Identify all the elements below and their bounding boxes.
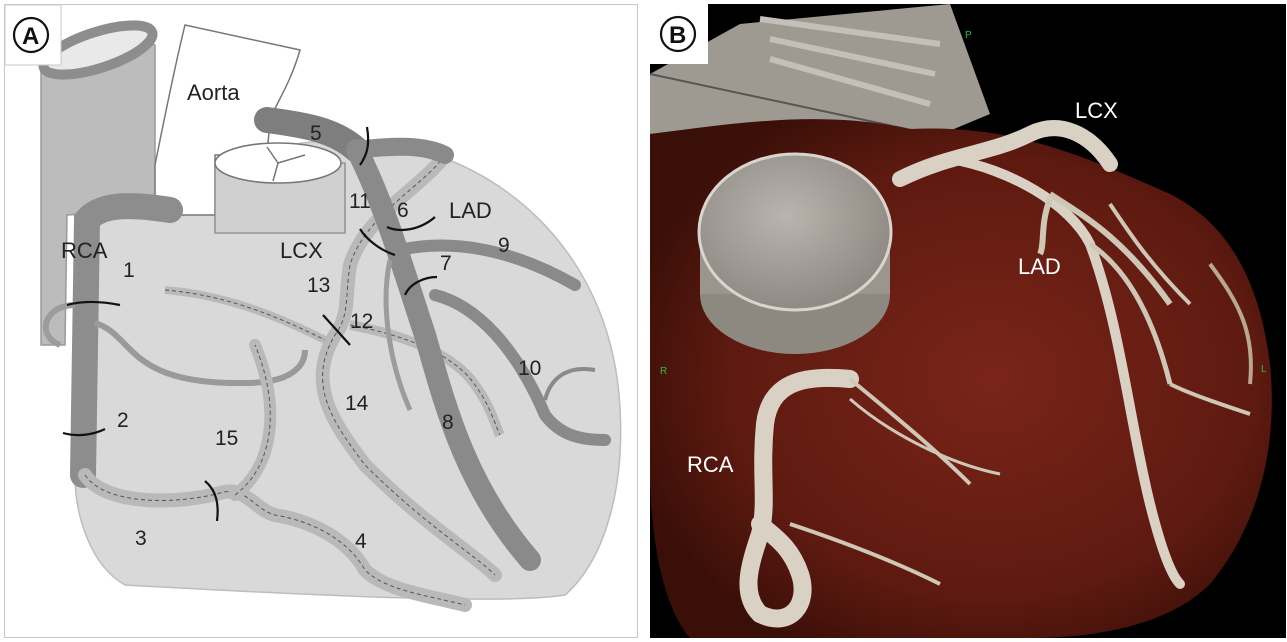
lad-label: LAD <box>449 198 492 223</box>
schematic-panel: Aorta RCA LCX LAD 1 2 3 4 5 6 7 8 9 10 1… <box>4 4 638 638</box>
ct-rendering-panel: LCX LAD RCA P L R B <box>650 4 1286 638</box>
orientation-top: P <box>965 30 972 41</box>
segment-7: 7 <box>440 252 452 275</box>
segment-1: 1 <box>123 259 135 282</box>
segment-9: 9 <box>498 234 510 257</box>
aorta-cut-surface <box>699 154 891 310</box>
segment-8: 8 <box>442 411 454 434</box>
segment-3: 3 <box>135 527 147 550</box>
ct-rendering: LCX LAD RCA P L R B <box>650 4 1286 638</box>
segment-5: 5 <box>310 122 322 145</box>
coronary-schematic: Aorta RCA LCX LAD 1 2 3 4 5 6 7 8 9 10 1… <box>5 5 639 639</box>
segment-4: 4 <box>355 530 367 553</box>
segment-10: 10 <box>518 357 541 380</box>
lcx-label: LCX <box>280 238 323 263</box>
rca-photo-label: RCA <box>687 452 734 477</box>
orientation-right: L <box>1261 364 1267 375</box>
segment-12: 12 <box>350 310 373 333</box>
lcx-photo-label: LCX <box>1075 98 1118 123</box>
segment-14: 14 <box>345 392 369 415</box>
segment-13: 13 <box>307 274 330 297</box>
orientation-left: R <box>660 366 667 377</box>
rca-label: RCA <box>61 238 108 263</box>
lm-to-lcx <box>357 147 445 155</box>
segment-11: 11 <box>349 190 371 213</box>
segment-6: 6 <box>397 199 409 222</box>
segment-15: 15 <box>215 427 238 450</box>
aorta-label: Aorta <box>187 80 240 105</box>
lad-photo-label: LAD <box>1018 254 1061 279</box>
segment-2: 2 <box>117 409 129 432</box>
panel-a-letter: A <box>22 23 39 50</box>
panel-b-letter: B <box>669 22 686 49</box>
